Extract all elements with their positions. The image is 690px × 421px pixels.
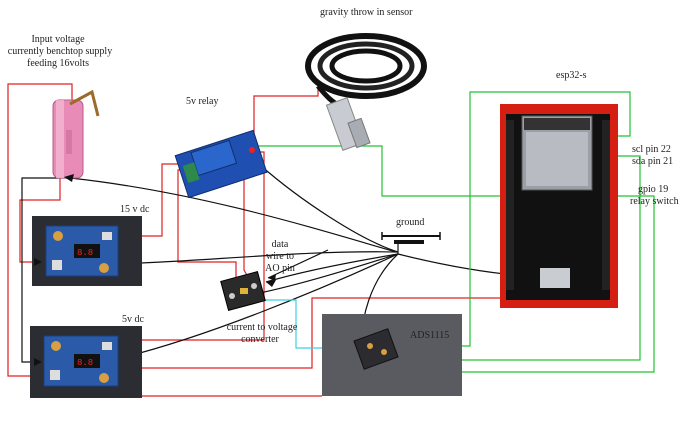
red-wire-5v-out — [112, 347, 322, 397]
label-input-voltage-2: currently benchtop supply — [8, 46, 112, 57]
black-wire-esp-gnd — [397, 253, 506, 275]
red-wire-relay-to-sensor — [253, 80, 319, 145]
label-converter-1: current to voltage — [227, 322, 298, 333]
green-wire-gpio19 — [392, 195, 655, 373]
esp32-board — [500, 104, 618, 308]
label-data-3: AO pin — [265, 263, 295, 274]
green-wire-sda — [400, 155, 641, 361]
dc-dc-converter-5v: 8.8 — [30, 326, 142, 398]
label-input-voltage-3: feeding 16volts — [27, 58, 89, 69]
svg-text:8.8: 8.8 — [77, 248, 93, 258]
label-5v: 5v dc — [122, 314, 145, 325]
svg-text:8.8: 8.8 — [77, 358, 93, 368]
label-data-2: wire to — [266, 251, 294, 262]
black-wire-data-arrow — [267, 249, 329, 279]
arrowheads — [34, 174, 276, 366]
battery — [52, 89, 100, 179]
label-converter-2: converter — [241, 334, 279, 345]
labels: gravity throw in sensor Input voltage cu… — [8, 7, 679, 345]
black-wire-converter-gnd — [254, 253, 399, 295]
label-ground: ground — [396, 217, 424, 228]
red-wire-battery-to-15v — [19, 170, 61, 263]
label-esp: esp32-s — [556, 70, 587, 81]
pressure-sensor — [305, 33, 427, 151]
dc-dc-converter-15v: 8.8 — [32, 216, 142, 286]
label-input-voltage-1: Input voltage — [31, 34, 85, 45]
label-gpio-2: relay switch — [630, 196, 679, 207]
current-to-voltage-converter — [220, 270, 266, 312]
black-wire-relay-gnd — [259, 164, 399, 253]
label-data-1: data — [272, 239, 289, 250]
green-wire-relay-signal — [258, 145, 505, 197]
black-wire-data-ao — [265, 253, 399, 283]
relay-module — [174, 129, 268, 199]
ads1115-module — [322, 314, 462, 396]
label-scl: scl pin 22 — [632, 144, 671, 155]
label-relay: 5v relay — [186, 96, 219, 107]
label-15v: 15 v dc — [120, 204, 150, 215]
label-ads: ADS1115 — [410, 330, 449, 341]
label-sensor: gravity throw in sensor — [320, 7, 413, 18]
black-wire-5v-gnd — [111, 253, 399, 361]
ground-bar — [381, 232, 441, 244]
label-gpio-1: gpio 19 — [638, 184, 668, 195]
label-sda: sda pin 21 — [632, 156, 673, 167]
black-wire-15v-gnd — [111, 251, 399, 265]
black-wire-to-battery — [69, 177, 397, 253]
